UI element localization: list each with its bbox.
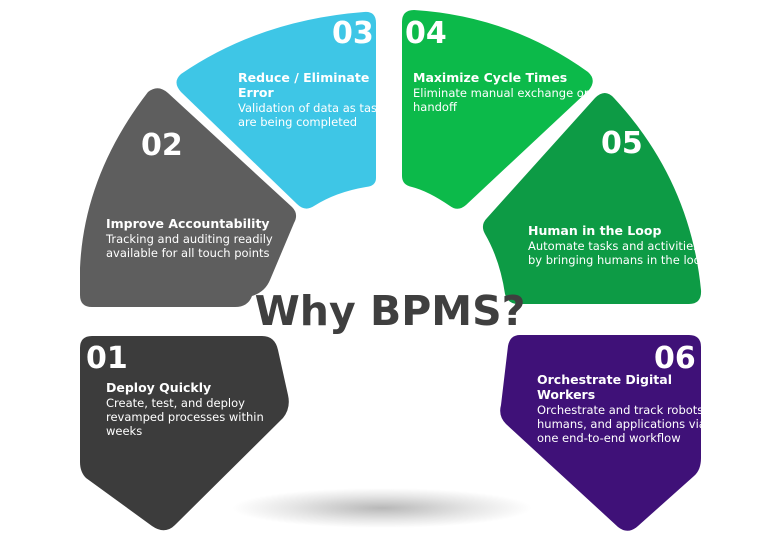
segment-06-number: 06 [654, 341, 696, 376]
segment-03-title: Reduce / Eliminate Error [238, 70, 374, 100]
segment-01: 01 Deploy Quickly Create, test, and depl… [80, 336, 289, 531]
segment-04: 04 Maximize Cycle Times Eliminate manual… [402, 10, 593, 209]
segment-03-description: Validation of data as tasks are being co… [238, 101, 393, 129]
segment-05-number: 05 [601, 126, 643, 161]
segment-06: 06 Orchestrate Digital Workers Orchestra… [500, 335, 711, 531]
segment-01-description: Create, test, and deploy revamped proces… [106, 396, 267, 438]
segment-04-shape [402, 10, 593, 209]
segment-01-number: 01 [86, 341, 128, 376]
segment-02: 02 Improve Accountability Tracking and a… [80, 88, 297, 307]
segment-04-number: 04 [405, 16, 447, 51]
segment-02-shape [80, 88, 297, 307]
segment-05-description: Automate tasks and activities by bringin… [528, 239, 708, 267]
segment-05-shape [482, 93, 702, 304]
segment-03-number: 03 [332, 16, 374, 51]
segment-05: 05 Human in the Loop Automate tasks and … [482, 93, 708, 304]
segment-02-title: Improve Accountability [106, 216, 270, 231]
segment-01-shape [80, 336, 289, 531]
segment-04-title: Maximize Cycle Times [413, 70, 567, 85]
segment-02-description: Tracking and auditing readily available … [105, 232, 276, 260]
segment-01-title: Deploy Quickly [106, 380, 211, 395]
segment-04-description: Eliminate manual exchange or handoff [413, 86, 592, 114]
segment-02-number: 02 [141, 128, 183, 163]
ground-shadow [232, 488, 532, 528]
segment-06-shape [500, 335, 701, 531]
segment-03: 03 Reduce / Eliminate Error Validation o… [176, 11, 393, 209]
segment-06-description: Orchestrate and track robots, humans, an… [537, 403, 711, 445]
segment-06-title: Orchestrate Digital Workers [537, 372, 676, 402]
segment-05-title: Human in the Loop [528, 223, 661, 238]
center-title: Why BPMS? [255, 287, 526, 335]
segment-03-shape [176, 11, 376, 209]
